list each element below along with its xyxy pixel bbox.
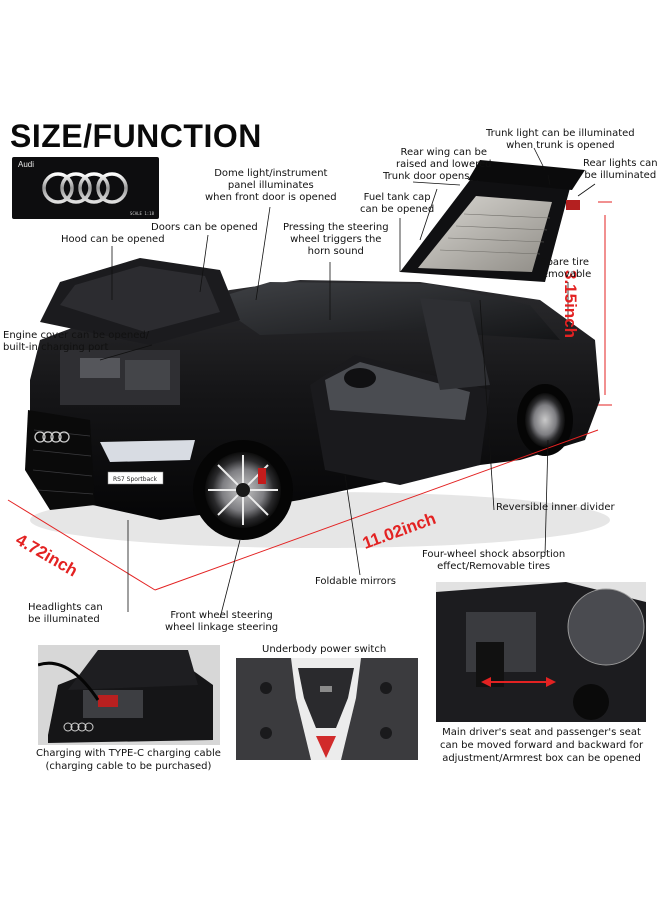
grille-rings-icon [34,431,70,443]
callout-steering-horn: Pressing the steering wheel triggers the… [283,222,389,257]
callout-leader-lines [99,147,596,619]
callout-headlights: Headlights can be illuminated [28,602,103,625]
callout-doors: Doors can be opened [151,222,258,233]
brand-logo-box: Audi SCALE 1:18 [12,157,159,219]
power-switch-icon [320,686,332,692]
dimension-lines [7,201,612,591]
charging-photo [38,645,220,745]
charging-caption: Charging with TYPE-C charging cable (cha… [36,748,221,772]
callout-underbody-switch: Underbody power switch [262,644,387,655]
callout-trunk-door: Trunk door opens [383,171,470,182]
seats-caption: Main driver's seat and passenger's seat … [440,727,644,764]
arrow-right-icon [546,677,556,687]
callout-shock-absorption: Four-wheel shock absorption effect/Remov… [422,549,566,572]
brand-wordmark: Audi [18,160,35,169]
callout-trunk-light: Trunk light can be illuminated when trun… [486,128,635,151]
callout-hood: Hood can be opened [61,234,165,245]
callout-front-wheel: Front wheel steering wheel linkage steer… [165,610,279,633]
callout-spare-tire: Spare tire removable [538,257,592,280]
car-body: RS7 Sportback [25,258,600,540]
four-rings-logo-icon [42,172,128,204]
callout-inner-divider: Reversible inner divider [496,502,615,513]
license-plate: RS7 Sportback [113,476,158,483]
page-title: SIZE/FUNCTION [10,118,262,154]
callout-rear-wing: Rear wing can be raised and lowered [396,147,492,170]
rear-light-icon [566,200,580,210]
underbody-photo [236,658,418,760]
trunk-lid [400,160,585,282]
seats-photo [436,582,646,722]
headlight [100,440,195,462]
callout-dome-light: Dome light/instrument panel illuminates … [205,168,337,203]
arrow-left-icon [481,677,491,687]
callout-engine-cover: Engine cover can be opened/ built-in cha… [3,330,150,353]
scale-badge: SCALE 1:18 [129,211,154,216]
callout-mirrors: Foldable mirrors [315,576,397,587]
callout-fuel-tank: Fuel tank cap can be opened [360,192,435,215]
callout-rear-lights: Rear lights can be illuminated [583,158,658,181]
